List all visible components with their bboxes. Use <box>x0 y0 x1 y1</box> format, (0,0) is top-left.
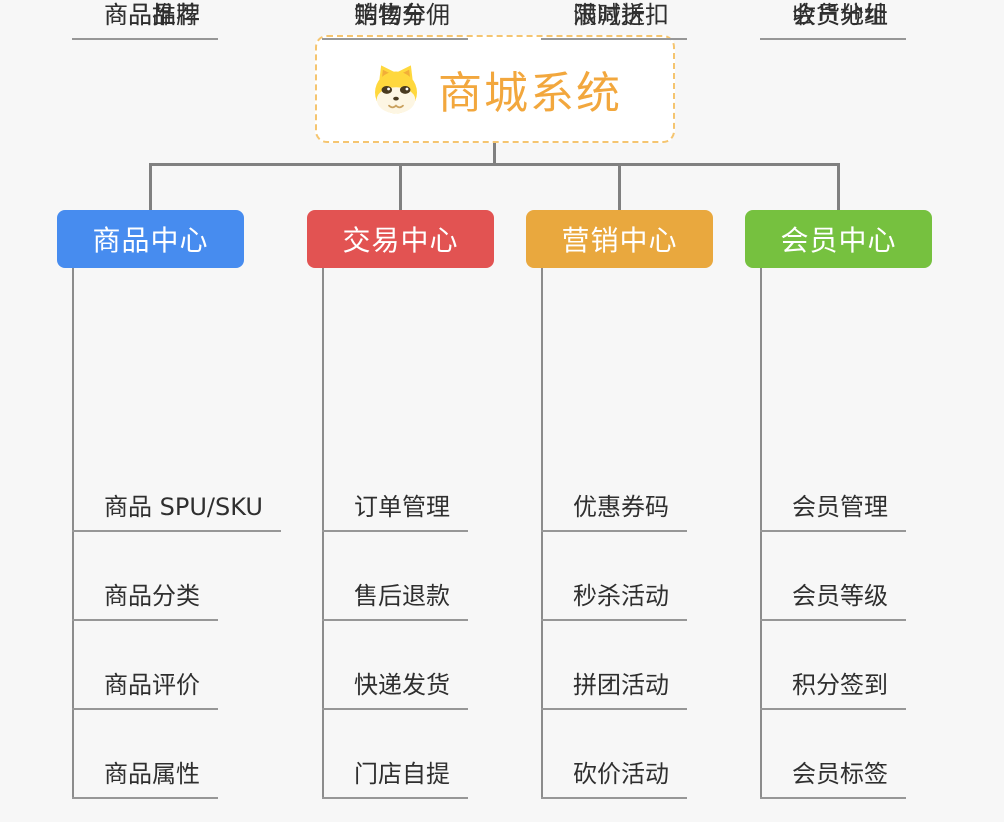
leaf-node[interactable]: 商品评价 <box>72 670 218 710</box>
leaf-node[interactable]: 商品品牌 <box>72 0 218 40</box>
branch-trade-center: 交易中心 订单管理 售后退款 快递发货 门店自提 购物车 销售分佣 <box>307 0 494 822</box>
root-title: 商城系统 <box>438 68 622 119</box>
leaf-node[interactable]: 商品分类 <box>72 581 218 621</box>
branch-vline <box>541 268 543 799</box>
leaf-node[interactable]: 会员标签 <box>760 759 906 799</box>
connector-stub-2 <box>399 163 402 210</box>
leaf-node[interactable]: 优惠券码 <box>541 492 687 532</box>
connector-trunk <box>149 163 840 166</box>
branch-member-center: 会员中心 会员管理 会员等级 积分签到 会员标签 会员分组 收货地址 <box>745 0 932 822</box>
branch-marketing-center: 营销中心 优惠券码 秒杀活动 拼团活动 砍价活动 限时折扣 满减送 <box>526 0 713 822</box>
branch-node-member-center[interactable]: 会员中心 <box>745 210 932 268</box>
leaf-node[interactable]: 会员等级 <box>760 581 906 621</box>
branch-node-marketing-center[interactable]: 营销中心 <box>526 210 713 268</box>
leaf-node[interactable]: 门店自提 <box>322 759 468 799</box>
leaf-node[interactable]: 商品 SPU/SKU <box>72 492 281 532</box>
leaf-node[interactable]: 秒杀活动 <box>541 581 687 621</box>
connector-stub-3 <box>618 163 621 210</box>
leaf-node[interactable]: 销售分佣 <box>322 0 468 40</box>
branch-product-center: 商品中心 商品 SPU/SKU 商品分类 商品评价 商品属性 商品推荐 商品品牌 <box>57 0 281 822</box>
leaf-node[interactable]: 会员管理 <box>760 492 906 532</box>
branch-vline <box>760 268 762 799</box>
connector-root-stub <box>493 143 496 164</box>
leaf-node[interactable]: 砍价活动 <box>541 759 687 799</box>
branch-node-trade-center[interactable]: 交易中心 <box>307 210 494 268</box>
leaf-node[interactable]: 积分签到 <box>760 670 906 710</box>
connector-stub-4 <box>837 163 840 210</box>
branch-vline <box>322 268 324 799</box>
leaf-node[interactable]: 订单管理 <box>322 492 468 532</box>
branch-vline <box>72 268 74 799</box>
leaf-node[interactable]: 拼团活动 <box>541 670 687 710</box>
connector-stub-1 <box>149 163 152 210</box>
branch-node-product-center[interactable]: 商品中心 <box>57 210 244 268</box>
leaf-node[interactable]: 收货地址 <box>760 0 906 40</box>
leaf-node[interactable]: 售后退款 <box>322 581 468 621</box>
dog-icon <box>375 65 417 114</box>
leaf-node[interactable]: 商品属性 <box>72 759 218 799</box>
leaf-node[interactable]: 满减送 <box>541 0 663 40</box>
root-node[interactable]: 商城系统 <box>315 35 675 143</box>
leaf-node[interactable]: 快递发货 <box>322 670 468 710</box>
